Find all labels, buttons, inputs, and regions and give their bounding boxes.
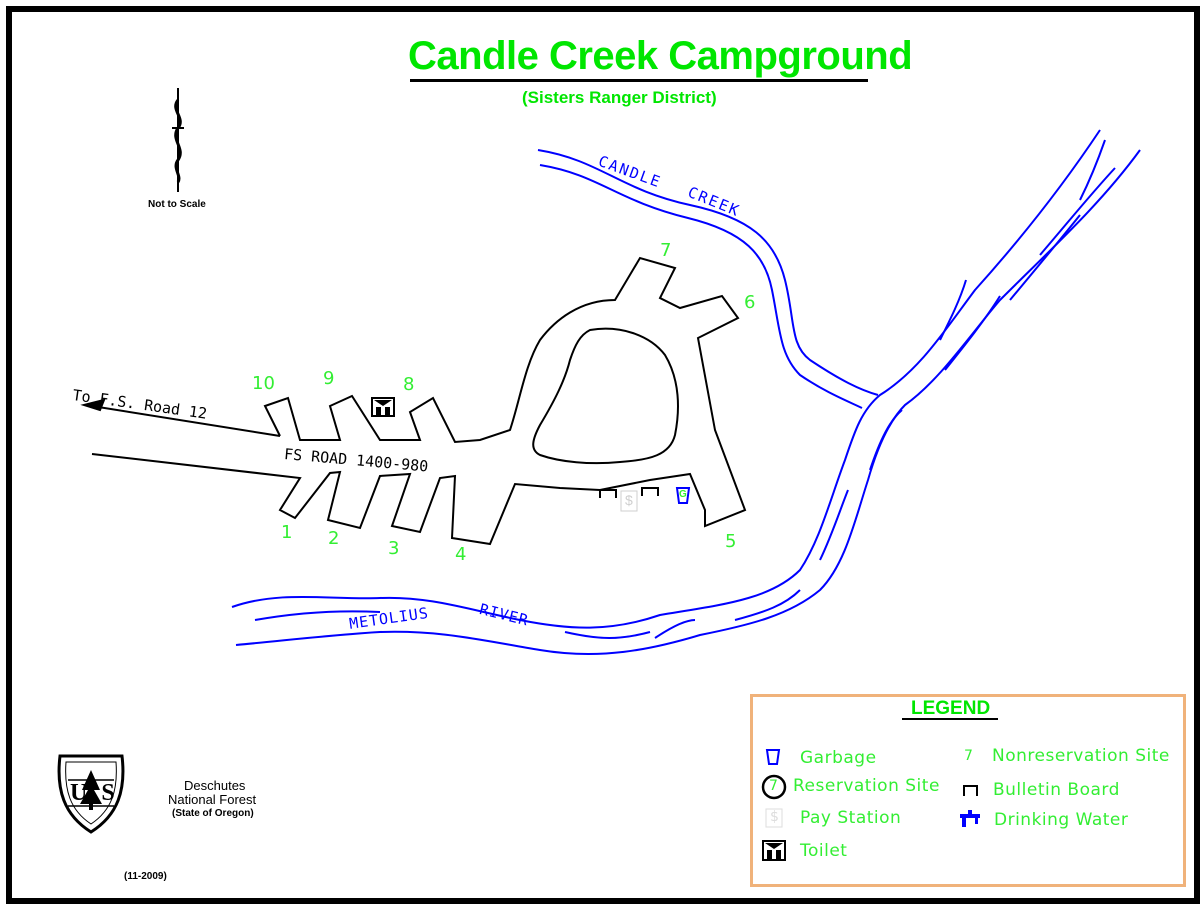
site-number: 2	[328, 528, 340, 549]
candle-creek	[537, 149, 879, 409]
scale-note: Not to Scale	[148, 199, 206, 210]
bulletin-board-icon	[599, 487, 659, 498]
legend-drinking-water-icon	[960, 810, 980, 827]
road-arrow-icon	[80, 398, 106, 412]
map-frame	[6, 6, 1200, 904]
legend-title: LEGEND	[911, 698, 991, 719]
site-number: 10	[252, 373, 275, 394]
legend-pay-station-mark: $	[770, 809, 780, 825]
garbage-icon	[675, 487, 691, 504]
legend-reservation-number: 7	[769, 778, 779, 794]
agency-name-line3: (State of Oregon)	[172, 808, 254, 819]
title-underline	[410, 79, 868, 82]
legend-title-underline	[902, 718, 998, 720]
legend-drinking-water-label: Drinking Water	[994, 810, 1129, 830]
north-arrow-icon	[172, 88, 184, 192]
agency-name-line1: Deschutes	[184, 778, 246, 793]
site-number: 6	[744, 292, 756, 313]
legend-reservation-icon	[761, 774, 787, 800]
site-number: 1	[281, 522, 293, 543]
usfs-shield-icon	[57, 754, 125, 834]
agency-name-line2: National Forest	[168, 792, 257, 807]
site-number: 9	[323, 368, 335, 389]
page-title: Candle Creek Campground	[408, 34, 913, 78]
legend-nonreservation-label: Nonreservation Site	[992, 746, 1170, 766]
pay-station-icon	[620, 490, 638, 512]
map-date: (11-2009)	[124, 871, 167, 882]
toilet-icon	[371, 397, 395, 417]
legend-toilet-icon	[762, 840, 786, 861]
legend-pay-station-icon	[765, 808, 783, 828]
legend-bulletin-board-icon	[963, 785, 978, 796]
road-network	[80, 256, 747, 546]
metolius-river	[231, 129, 1141, 655]
legend-box	[750, 694, 1186, 887]
legend-toilet-label: Toilet	[800, 841, 848, 861]
legend-bulletin-board-label: Bulletin Board	[993, 780, 1120, 800]
usfs-shield-text: US	[70, 780, 129, 806]
garbage-mark: G	[679, 489, 687, 500]
site-number: 3	[388, 538, 400, 559]
legend-pay-station-label: Pay Station	[800, 808, 902, 828]
site-number: 4	[455, 544, 467, 565]
site-number: 5	[725, 531, 737, 552]
site-number: 7	[660, 240, 672, 261]
legend-garbage-label: Garbage	[800, 748, 877, 768]
legend-nonreservation-number: 7	[964, 748, 974, 764]
legend-garbage-icon	[765, 749, 781, 765]
pay-station-mark: $	[625, 492, 633, 508]
site-number: 8	[403, 374, 415, 395]
legend-reservation-label: Reservation Site	[793, 776, 940, 796]
page-subtitle: (Sisters Ranger District)	[522, 88, 717, 107]
